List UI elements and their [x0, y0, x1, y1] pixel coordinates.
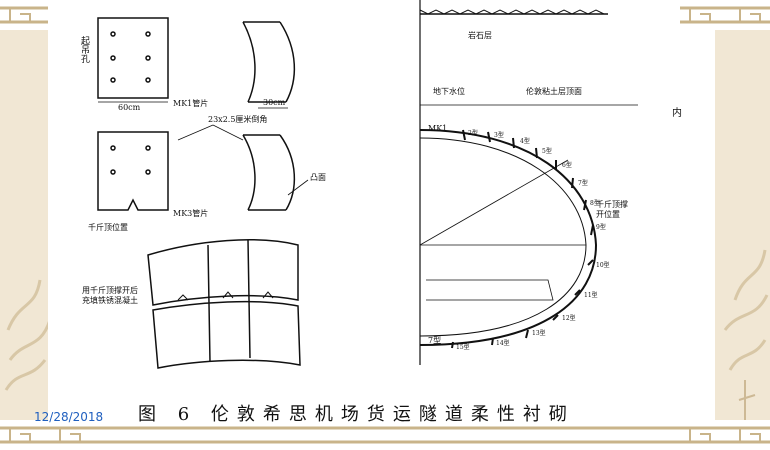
ring-mark-2: 2型: [468, 130, 478, 137]
mk1-side-view: [242, 21, 296, 109]
ring-mark-4: 4型: [520, 138, 530, 145]
ring-mk1-label: MK1: [428, 124, 448, 133]
jack-position-label: 千斤顶位置: [88, 223, 128, 232]
bevel-label: 23x2.5厘米倒角: [208, 115, 268, 124]
ring-mark-7: 7型: [578, 180, 588, 187]
tunnel-lining-figure: 起吊孔 60cm MK1管片 30cm 23x2.5厘米倒角 凸面 千斤顶位置 …: [48, 0, 680, 420]
mk3-segment-drawing: [97, 131, 169, 211]
side-text: 内: [672, 108, 682, 119]
left-decorative-border: [0, 0, 55, 450]
width-label: 60cm: [118, 103, 141, 112]
bulge-label: 凸面: [310, 173, 326, 182]
depth-label: 30cm: [263, 98, 286, 107]
ring-segment-ticks: [451, 129, 594, 349]
ring-mark-15: 15型: [456, 344, 470, 351]
assembled-segments-drawing: [147, 239, 301, 369]
ring-bottom-label: 7型: [428, 336, 442, 345]
clay-top-label: 伦敦粘土层顶面: [526, 87, 582, 96]
mk1-segment-drawing: [97, 17, 169, 103]
ring-mark-11: 11型: [584, 292, 598, 299]
groundwater-label: 地下水位: [433, 87, 465, 96]
right-decorative-border: [715, 0, 770, 450]
ring-mark-5: 5型: [542, 148, 552, 155]
slide-date: 12/28/2018: [34, 410, 104, 424]
left-border-pattern: [0, 0, 55, 450]
ring-mark-6: 6型: [562, 162, 572, 169]
bedrock-label: 岩石层: [468, 31, 492, 40]
figure-drawing: [97, 0, 638, 369]
ring-mark-10: 10型: [596, 262, 610, 269]
ring-mark-14: 14型: [496, 340, 510, 347]
ring-mark-12: 12型: [562, 315, 576, 322]
tunnel-section-drawing: [419, 0, 638, 365]
bottom-pattern-bar: [0, 420, 770, 450]
jack-open-label: 千斤顶撑开位置: [596, 200, 628, 219]
mk1-label: MK1管片: [173, 99, 209, 108]
ring-mark-9: 9型: [596, 224, 606, 231]
ring-mark-13: 13型: [532, 330, 546, 337]
jack-note-label: 用千斤顶撑开后充填铁锈混凝土: [82, 286, 138, 305]
ring-mark-8: 8型: [590, 200, 600, 207]
lifting-hole-label: 起吊孔: [79, 36, 89, 63]
figure-caption: 图 6 伦敦希思机场货运隧道柔性衬砌: [138, 404, 575, 425]
bottom-key-pattern: [0, 420, 770, 450]
right-border-pattern: [715, 0, 770, 450]
mk3-label: MK3管片: [173, 209, 209, 218]
ring-mark-3: 3型: [494, 132, 504, 139]
mk3-side-view: [177, 124, 309, 211]
